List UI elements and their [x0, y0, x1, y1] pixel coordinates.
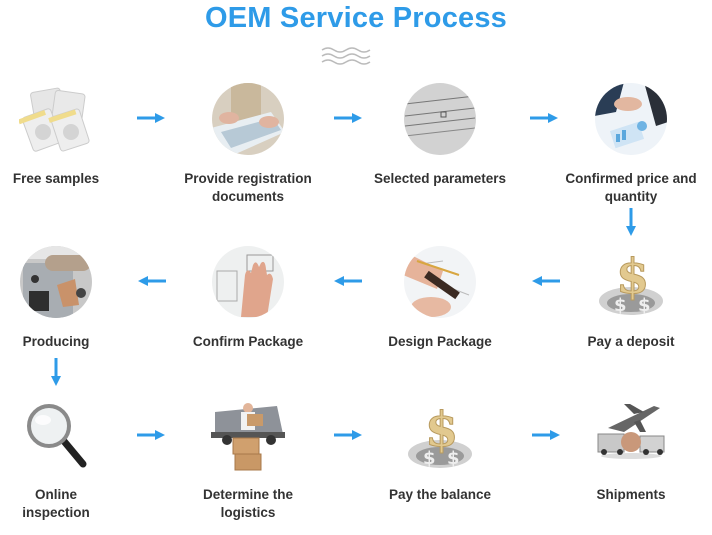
arrow-left-icon — [532, 276, 560, 286]
arrow-down-icon — [51, 358, 61, 386]
step-label: Design Package — [388, 334, 492, 349]
svg-text:$: $ — [423, 448, 436, 469]
step-label: Provide registration documents — [184, 171, 312, 204]
svg-text:$: $ — [425, 402, 458, 458]
svg-text:$: $ — [447, 448, 460, 469]
shipping-plane-truck-icon — [597, 404, 665, 459]
dollar-icon: $ $ $ — [408, 402, 472, 469]
handshake-icon — [595, 83, 667, 155]
svg-text:$: $ — [614, 295, 627, 316]
step-label: Pay a deposit — [587, 334, 675, 349]
delivery-boxes-icon — [211, 403, 285, 471]
step-label: Producing — [22, 334, 90, 349]
form-parameters-icon — [404, 83, 476, 155]
step-label: Free samples — [12, 171, 100, 186]
step-label: Shipments — [596, 487, 666, 502]
arrow-left-icon — [334, 276, 362, 286]
step-label: Selected parameters — [373, 171, 507, 186]
arrow-left-icon — [138, 276, 166, 286]
arrow-down-icon — [626, 208, 636, 236]
patch-samples-icon — [19, 87, 90, 152]
arrow-right-icon — [334, 430, 362, 440]
magnifier-icon — [27, 404, 87, 468]
documents-photo-icon — [212, 83, 284, 155]
arrow-right-icon — [137, 430, 165, 440]
step-label: Online inspection — [22, 487, 90, 520]
arrow-right-icon — [137, 113, 165, 123]
step-label: Determine the logistics — [202, 487, 294, 520]
step-label: Pay the balance — [388, 487, 492, 502]
arrow-right-icon — [334, 113, 362, 123]
arrow-right-icon — [530, 113, 558, 123]
design-drawing-icon — [404, 246, 476, 318]
svg-text:$: $ — [638, 295, 651, 316]
svg-text:$: $ — [616, 249, 649, 305]
arrow-right-icon — [532, 430, 560, 440]
page-title: OEM Service Process — [204, 2, 508, 34]
wave-divider-icon — [321, 47, 371, 65]
machine-icon — [20, 246, 92, 318]
step-label: Confirmed price and quantity — [565, 171, 697, 204]
package-sketch-icon — [212, 246, 284, 318]
dollar-icon: $ $ $ — [599, 249, 663, 316]
step-label: Confirm Package — [192, 334, 304, 349]
